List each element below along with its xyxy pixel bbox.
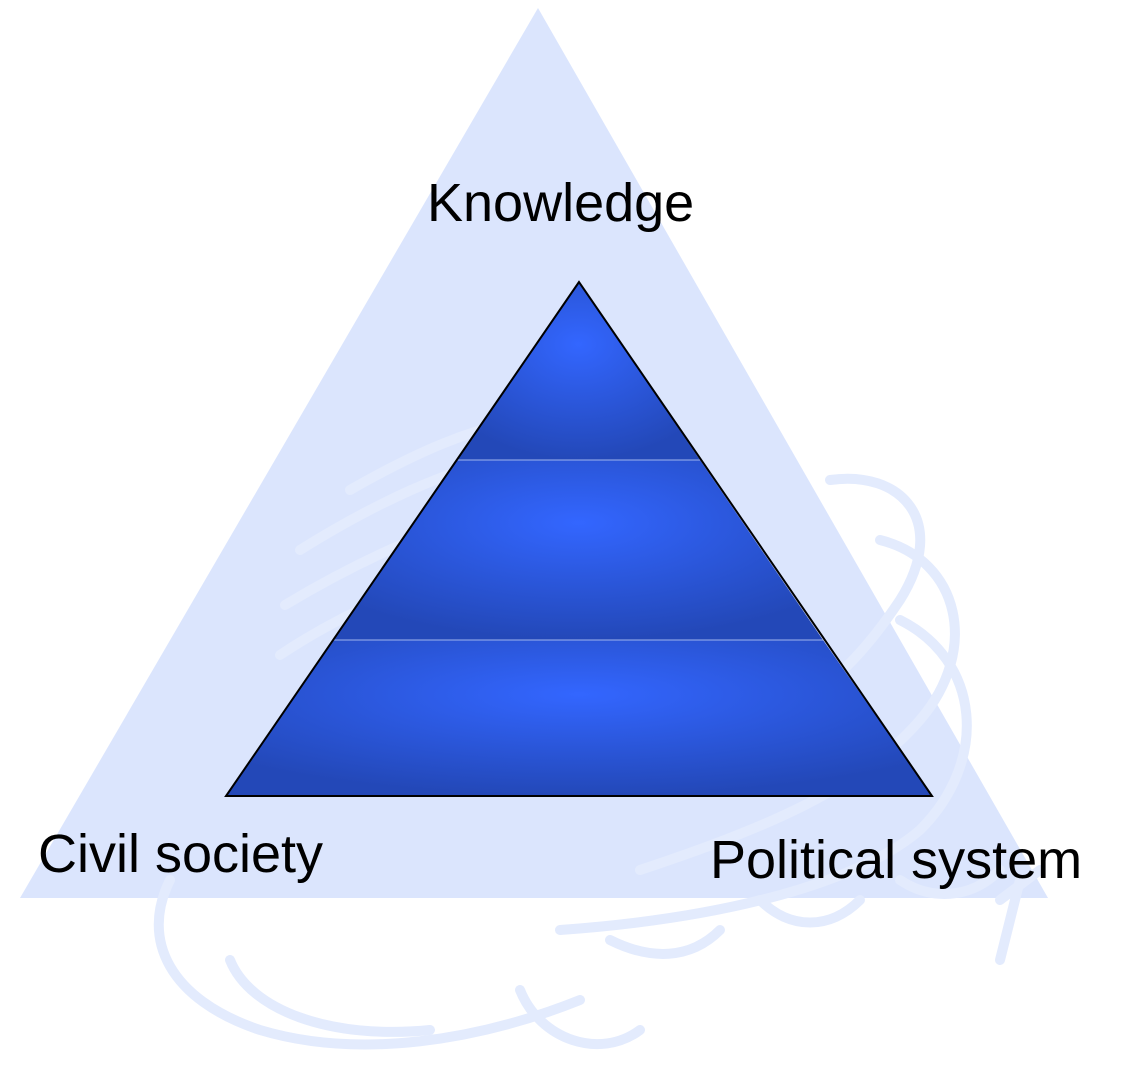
label-knowledge: Knowledge	[427, 173, 695, 233]
label-civil-society: Civil society	[38, 824, 324, 884]
watermark-logo	[153, 415, 1045, 1050]
pyramid-tier-middle	[334, 460, 823, 640]
pyramid-tier-top	[457, 282, 700, 460]
label-political-system: Political system	[710, 830, 1083, 890]
pyramid-outline	[224, 280, 934, 797]
pyramid-tier-bottom	[226, 640, 932, 796]
